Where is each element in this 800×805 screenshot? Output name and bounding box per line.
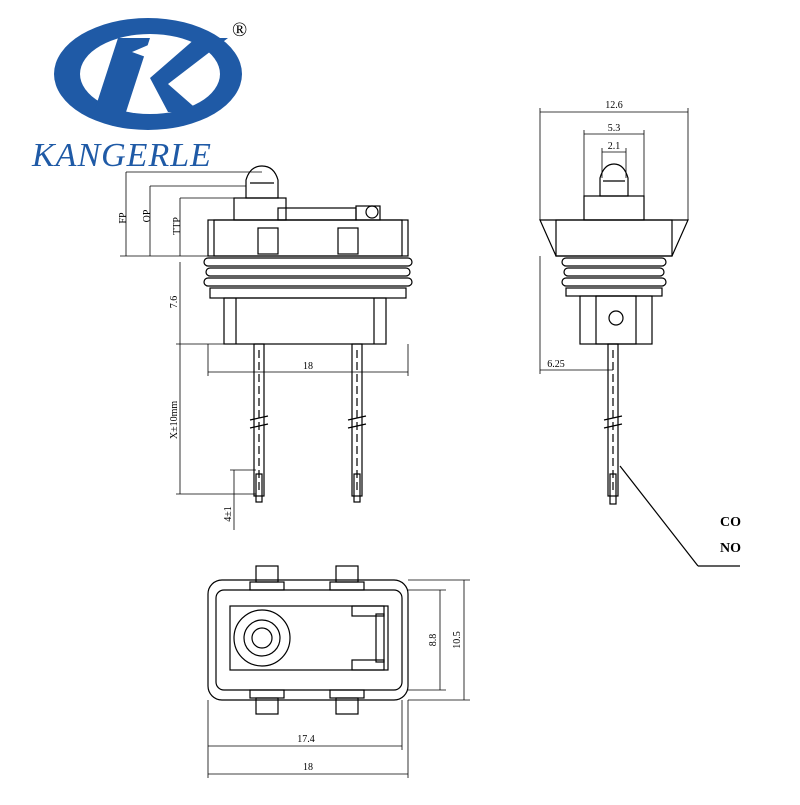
side-seal-ring-3 xyxy=(561,277,667,287)
bottom-plunger-outer xyxy=(233,609,291,667)
side-view xyxy=(539,163,740,567)
label-side-mid: 5.3 xyxy=(608,123,621,134)
front-seal-ring-1 xyxy=(203,257,413,267)
side-seal-base xyxy=(565,287,663,297)
brand-logo: ® KANGERLE xyxy=(31,18,247,174)
side-plunger xyxy=(599,163,629,197)
bottom-tab-bottom-right-base xyxy=(329,689,365,699)
front-pivot xyxy=(365,205,379,219)
label-side-offset: 6.25 xyxy=(547,359,565,370)
bottom-tab-top-right-base xyxy=(329,581,365,591)
front-terminal-slot-right xyxy=(337,227,359,255)
side-view-dimensions xyxy=(539,108,689,374)
label-bottom-outer-height: 10.5 xyxy=(452,631,463,649)
side-plunger-housing xyxy=(583,195,645,221)
terminal-co-label: CO xyxy=(720,515,741,530)
front-lever xyxy=(277,207,357,221)
front-lead-right xyxy=(351,343,363,497)
logo-k-arm xyxy=(150,38,228,112)
bottom-plunger-inner xyxy=(251,627,273,649)
side-flange xyxy=(539,219,689,257)
front-seal-ring-2 xyxy=(205,267,411,277)
side-seal-ring-1 xyxy=(561,257,667,267)
side-leader-line xyxy=(619,465,699,567)
front-plunger xyxy=(245,165,279,199)
bottom-view-dimensions xyxy=(207,579,470,778)
bottom-view xyxy=(207,565,409,715)
bottom-lever-top xyxy=(351,605,385,617)
bottom-plunger-mid xyxy=(243,619,281,657)
terminal-labels: CO NO xyxy=(720,515,741,556)
bottom-tab-bottom-left-base xyxy=(249,689,285,699)
front-view-dimensions xyxy=(120,171,409,530)
label-side-width: 12.6 xyxy=(605,100,623,111)
side-rivet xyxy=(608,310,624,326)
label-fp: FP xyxy=(118,212,129,224)
front-lead-left xyxy=(253,343,265,497)
front-main-body xyxy=(207,219,409,257)
front-lower-body xyxy=(223,297,387,345)
front-seal-ring-3 xyxy=(203,277,413,287)
side-seal-ring-2 xyxy=(563,267,665,277)
terminal-no-label: NO xyxy=(720,541,741,556)
label-lead-length: X±10mm xyxy=(169,401,180,439)
logo-k-stem xyxy=(94,38,150,112)
front-main-body-inner xyxy=(213,219,403,257)
front-view xyxy=(203,165,413,503)
logo-k-cut xyxy=(132,40,160,60)
side-view-labels: 12.6 5.3 2.1 6.25 xyxy=(547,100,623,370)
label-side-plunger: 2.1 xyxy=(608,141,621,152)
label-ttp: TTP xyxy=(172,217,183,235)
label-bottom-inner-height: 8.8 xyxy=(428,634,439,647)
front-view-labels: FP OP TTP 7.6 18 X±10mm 4±1 xyxy=(118,209,313,522)
bottom-tab-top-left-base xyxy=(249,581,285,591)
front-seal-base xyxy=(209,287,407,299)
side-tip xyxy=(609,473,617,505)
bottom-inner-body xyxy=(215,589,403,691)
front-tip-left xyxy=(255,473,263,503)
bottom-lever-end xyxy=(375,613,385,663)
side-lead xyxy=(607,343,619,497)
label-front-width: 18 xyxy=(303,361,313,372)
bottom-window xyxy=(229,605,389,671)
bottom-lever-bottom xyxy=(351,659,385,671)
front-lead-left-break xyxy=(249,415,269,429)
label-front-height: 7.6 xyxy=(169,296,180,309)
brand-name: KANGERLE xyxy=(31,137,212,174)
label-bottom-outer-width: 18 xyxy=(303,762,313,773)
front-lead-right-break xyxy=(347,415,367,429)
label-bottom-inner-width: 17.4 xyxy=(297,734,315,745)
side-body xyxy=(555,219,673,257)
side-lead-break xyxy=(603,415,623,429)
bottom-view-labels: 8.8 10.5 17.4 18 xyxy=(297,631,463,773)
front-tip-right xyxy=(353,473,361,503)
front-terminal-slot-left xyxy=(257,227,279,255)
side-lower-body xyxy=(579,295,653,345)
registered-mark: ® xyxy=(232,19,247,41)
bottom-outer-body xyxy=(207,579,409,701)
side-lower-inner xyxy=(595,295,637,345)
label-op: OP xyxy=(142,209,153,222)
label-tip-length: 4±1 xyxy=(223,506,234,522)
